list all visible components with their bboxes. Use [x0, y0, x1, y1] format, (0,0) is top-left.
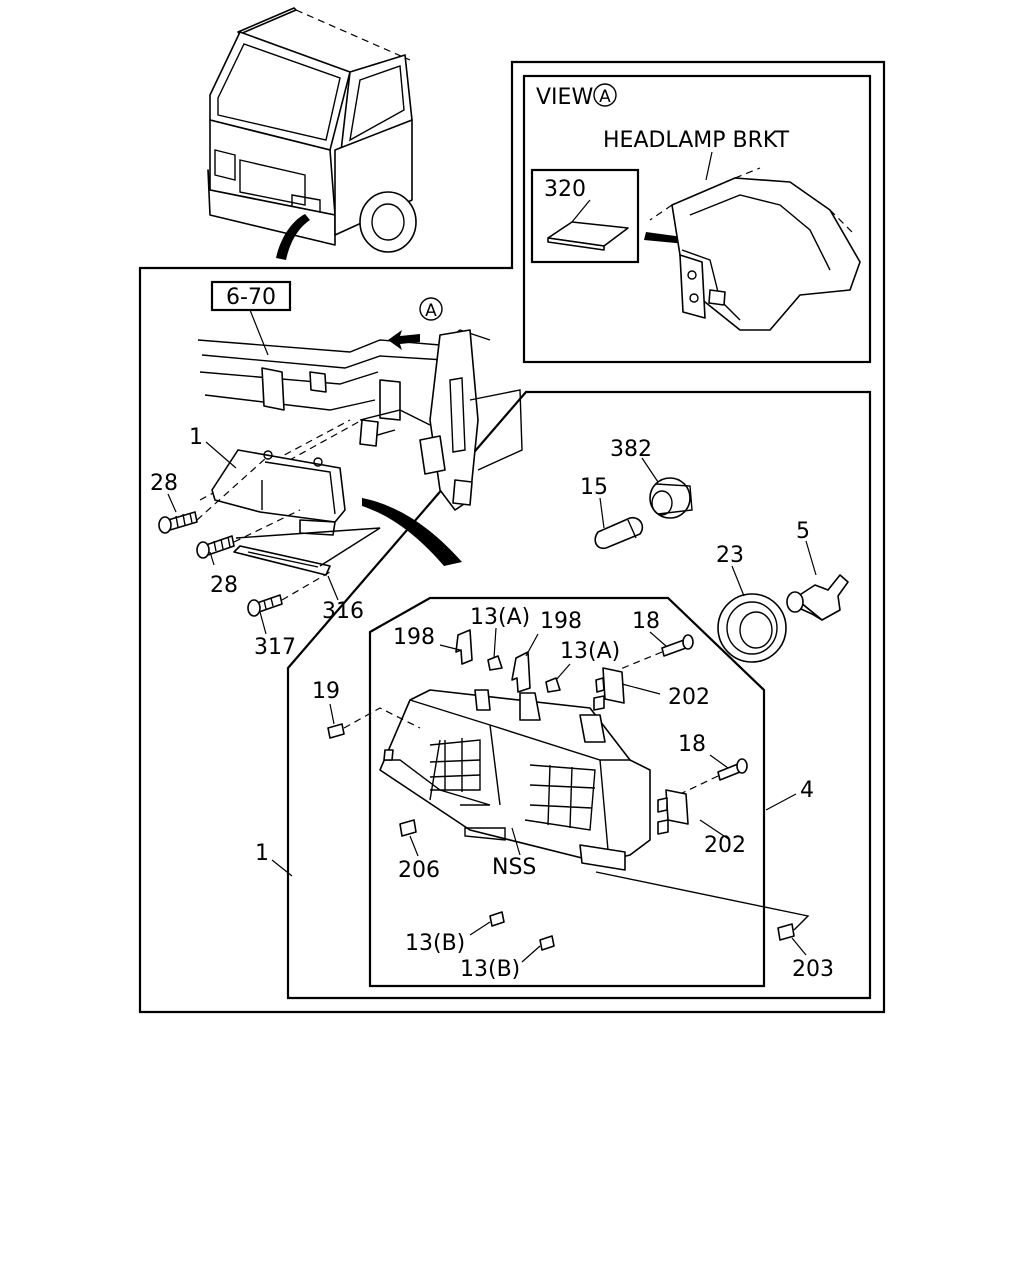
- callout-1-upper: 1: [189, 425, 203, 450]
- main-frame: [138, 60, 886, 1014]
- view-marker-letter: A: [599, 87, 611, 107]
- clip-13b-a: [489, 911, 505, 927]
- callout-202-top: 202: [668, 685, 710, 710]
- bolt-18-lower: [717, 758, 748, 781]
- bulb-15: [594, 516, 644, 550]
- clip-13b-b: [539, 935, 555, 951]
- callout-206: 206: [398, 858, 440, 883]
- callout-nss: NSS: [492, 855, 536, 880]
- truck-cab-illustration: [207, 7, 417, 260]
- callout-leaders: [167, 441, 817, 963]
- bolt-18-top: [661, 634, 694, 657]
- part-320-label: 320: [544, 177, 586, 202]
- part-320-box: [530, 168, 640, 264]
- clip-13a-top: [487, 655, 503, 671]
- clip-19: [327, 723, 345, 739]
- callout-4: 4: [800, 778, 814, 803]
- view-title: VIEW: [536, 85, 593, 110]
- headlamp-bracket-part-1: [211, 449, 346, 536]
- bolt-28-lower: [196, 535, 235, 559]
- callout-316: 316: [322, 599, 364, 624]
- callout-18-top: 18: [632, 609, 660, 634]
- svg-text:6-70: 6-70: [226, 285, 276, 310]
- headlamp-bracket-drawing: [649, 167, 861, 331]
- callout-28-a: 28: [150, 471, 178, 496]
- callout-382: 382: [610, 437, 652, 462]
- view-a-panel: VIEW A HEADLAMP BRKT 320: [522, 74, 872, 364]
- callout-13a-top: 13(A): [470, 605, 530, 630]
- view-a-arrow: A: [388, 297, 443, 350]
- callout-19: 19: [312, 679, 340, 704]
- callout-23: 23: [716, 543, 744, 568]
- callout-18-lower: 18: [678, 732, 706, 757]
- bulb-382: [649, 477, 693, 519]
- bolt-28-upper: [158, 511, 198, 534]
- headlamp-bracket-label: HEADLAMP BRKT: [603, 128, 790, 153]
- callout-28-b: 28: [210, 573, 238, 598]
- callout-13b-b: 13(B): [460, 957, 520, 982]
- callout-317: 317: [254, 635, 296, 660]
- bulb-5: [786, 574, 849, 621]
- callout-198-left: 198: [393, 625, 435, 650]
- headlamp-assembly-outline: [368, 596, 766, 988]
- callout-5: 5: [796, 519, 810, 544]
- callout-203: 203: [792, 957, 834, 982]
- seal-ring-23: [717, 593, 787, 663]
- clip-198-left: [455, 629, 473, 665]
- svg-text:A: A: [425, 301, 437, 321]
- adjuster-202-lower: [657, 789, 689, 835]
- headlamp-unit: [379, 689, 651, 871]
- chassis-frame-drawing: [197, 329, 523, 511]
- clip-203: [777, 923, 795, 941]
- clip-13a-right: [545, 677, 561, 693]
- callout-labels: 1 28 28 316 317 382 15 23 5 198 13(A) 19…: [150, 425, 834, 982]
- callout-1-lower: 1: [255, 841, 269, 866]
- view-marker-circle: [593, 83, 617, 107]
- clip-198-right: [511, 651, 531, 693]
- reference-6-70: 6-70: [210, 280, 292, 356]
- callout-13b-a: 13(B): [405, 931, 465, 956]
- swing-arrow: [362, 498, 462, 566]
- detail-outline: [286, 390, 872, 1000]
- callout-198-right: 198: [540, 609, 582, 634]
- callout-202-lower: 202: [704, 833, 746, 858]
- bolt-317: [247, 594, 283, 617]
- clip-206: [399, 819, 417, 837]
- part-316-plate: [233, 545, 331, 576]
- adjuster-202-top: [593, 667, 625, 711]
- callout-13a-right: 13(A): [560, 639, 620, 664]
- callout-15: 15: [580, 475, 608, 500]
